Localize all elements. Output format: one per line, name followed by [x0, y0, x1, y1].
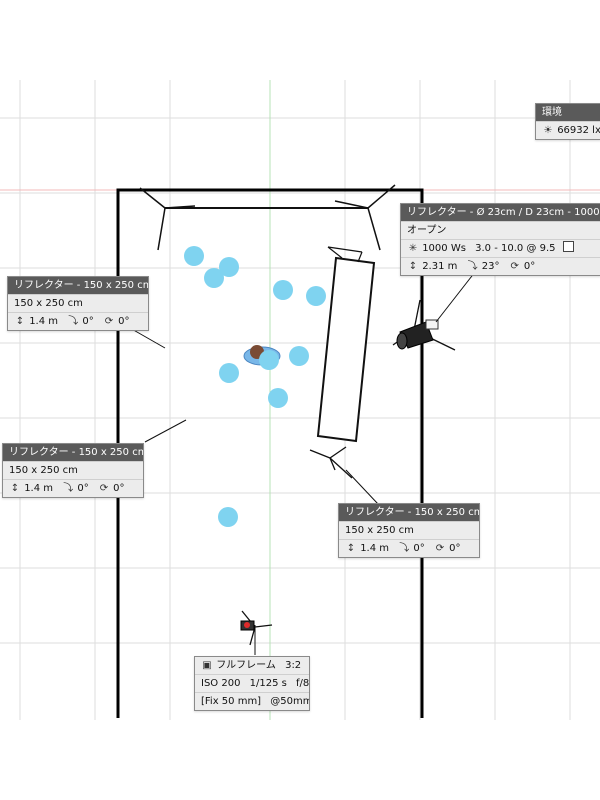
reflector-panel[interactable]: [316, 246, 376, 443]
reflector-c-title: リフレクター - 150 x 250 cm: [339, 504, 479, 521]
rotation-icon: ⟳: [99, 483, 109, 494]
strobe-height: 2.31 m: [422, 261, 458, 272]
ceiling-rig[interactable]: [139, 184, 396, 251]
camera-shutter: 1/125 s: [249, 678, 287, 689]
reflector-c-size: 150 x 250 cm: [339, 521, 479, 539]
floor-grid: [0, 80, 600, 720]
sun-icon: ☀: [543, 125, 553, 136]
camera-aspect: 3:2: [285, 660, 302, 671]
reflector-c-rotation: 0°: [449, 543, 461, 554]
camera-iso: ISO 200: [201, 678, 241, 689]
strobe-light[interactable]: [392, 299, 456, 351]
person-marker: [218, 507, 238, 527]
camera-sensor: フルフレーム: [216, 660, 276, 671]
tilt-icon: ⤵: [63, 483, 74, 494]
height-icon: ↕: [346, 543, 356, 554]
reflector-panel-b[interactable]: リフレクター - 150 x 250 cm 150 x 250 cm ↕ 1.4…: [2, 443, 144, 498]
illuminance-value: 66932 lx: [557, 125, 600, 136]
reflector-a-title: リフレクター - 150 x 250 cm: [8, 277, 148, 294]
camera-focal: @50mm: [270, 696, 309, 707]
height-icon: ↕: [10, 483, 20, 494]
height-icon: ↕: [15, 316, 25, 327]
person-marker: [306, 286, 326, 306]
person-marker: [289, 346, 309, 366]
reflector-b-height: 1.4 m: [24, 483, 54, 494]
person-marker: [219, 363, 239, 383]
strobe-modifier: オープン: [401, 221, 600, 239]
strobe-rotation: 0°: [523, 261, 536, 272]
camera-aperture: f/8.0: [296, 678, 309, 689]
person-marker: [273, 280, 293, 300]
rotation-icon: ⟳: [104, 316, 114, 327]
reflector-c-tilt: 0°: [413, 543, 425, 554]
person-marker: [184, 246, 204, 266]
camera[interactable]: [240, 610, 273, 655]
tilt-icon: ⤵: [399, 543, 410, 554]
reflector-panel-c[interactable]: リフレクター - 150 x 250 cm 150 x 250 cm ↕ 1.4…: [338, 503, 480, 558]
person-marker: [268, 388, 288, 408]
height-icon: ↕: [408, 261, 418, 272]
person-markers[interactable]: [184, 246, 326, 527]
environment-title: 環境: [536, 104, 600, 121]
reflector-a-rotation: 0°: [118, 316, 130, 327]
reflector-a-size: 150 x 250 cm: [8, 294, 148, 312]
strobe-range: 3.0 - 10.0 @ 9.5: [475, 243, 556, 254]
tilt-icon: ⤵: [68, 316, 79, 327]
person-marker: [204, 268, 224, 288]
reflector-panel-a[interactable]: リフレクター - 150 x 250 cm 150 x 250 cm ↕ 1.4…: [7, 276, 149, 331]
environment-panel[interactable]: 環境 ☀ 66932 lx: [535, 103, 600, 140]
reflector-b-size: 150 x 250 cm: [3, 461, 143, 479]
rotation-icon: ⟳: [510, 261, 519, 272]
reflector-b-rotation: 0°: [113, 483, 125, 494]
flash-icon: ✳: [408, 243, 418, 254]
camera-lens: [Fix 50 mm]: [201, 696, 262, 707]
rotation-icon: ⟳: [435, 543, 445, 554]
reflector-c-height: 1.4 m: [360, 543, 390, 554]
strobe-tilt: 23°: [481, 261, 500, 272]
reflector-a-height: 1.4 m: [29, 316, 59, 327]
reflector-a-tilt: 0°: [82, 316, 94, 327]
callout-leaders: [129, 271, 476, 505]
reflector-b-tilt: 0°: [77, 483, 89, 494]
person-marker: [259, 350, 279, 370]
reflector-b-title: リフレクター - 150 x 250 cm: [3, 444, 143, 461]
strobe-panel[interactable]: リフレクター - Ø 23cm / D 23cm - 1000 Ws オープン …: [400, 203, 600, 276]
reflector-stand[interactable]: [309, 446, 353, 479]
strobe-title: リフレクター - Ø 23cm / D 23cm - 1000 Ws: [401, 204, 600, 221]
color-swatch[interactable]: [562, 241, 574, 252]
tilt-icon: ⤵: [467, 261, 478, 272]
strobe-power: 1000 Ws: [422, 243, 466, 254]
camera-panel[interactable]: ▣ フルフレーム 3:2 ISO 200 1/125 s f/8.0 [Fix …: [194, 656, 310, 711]
camera-icon: ▣: [202, 660, 212, 671]
person-marker: [219, 257, 239, 277]
